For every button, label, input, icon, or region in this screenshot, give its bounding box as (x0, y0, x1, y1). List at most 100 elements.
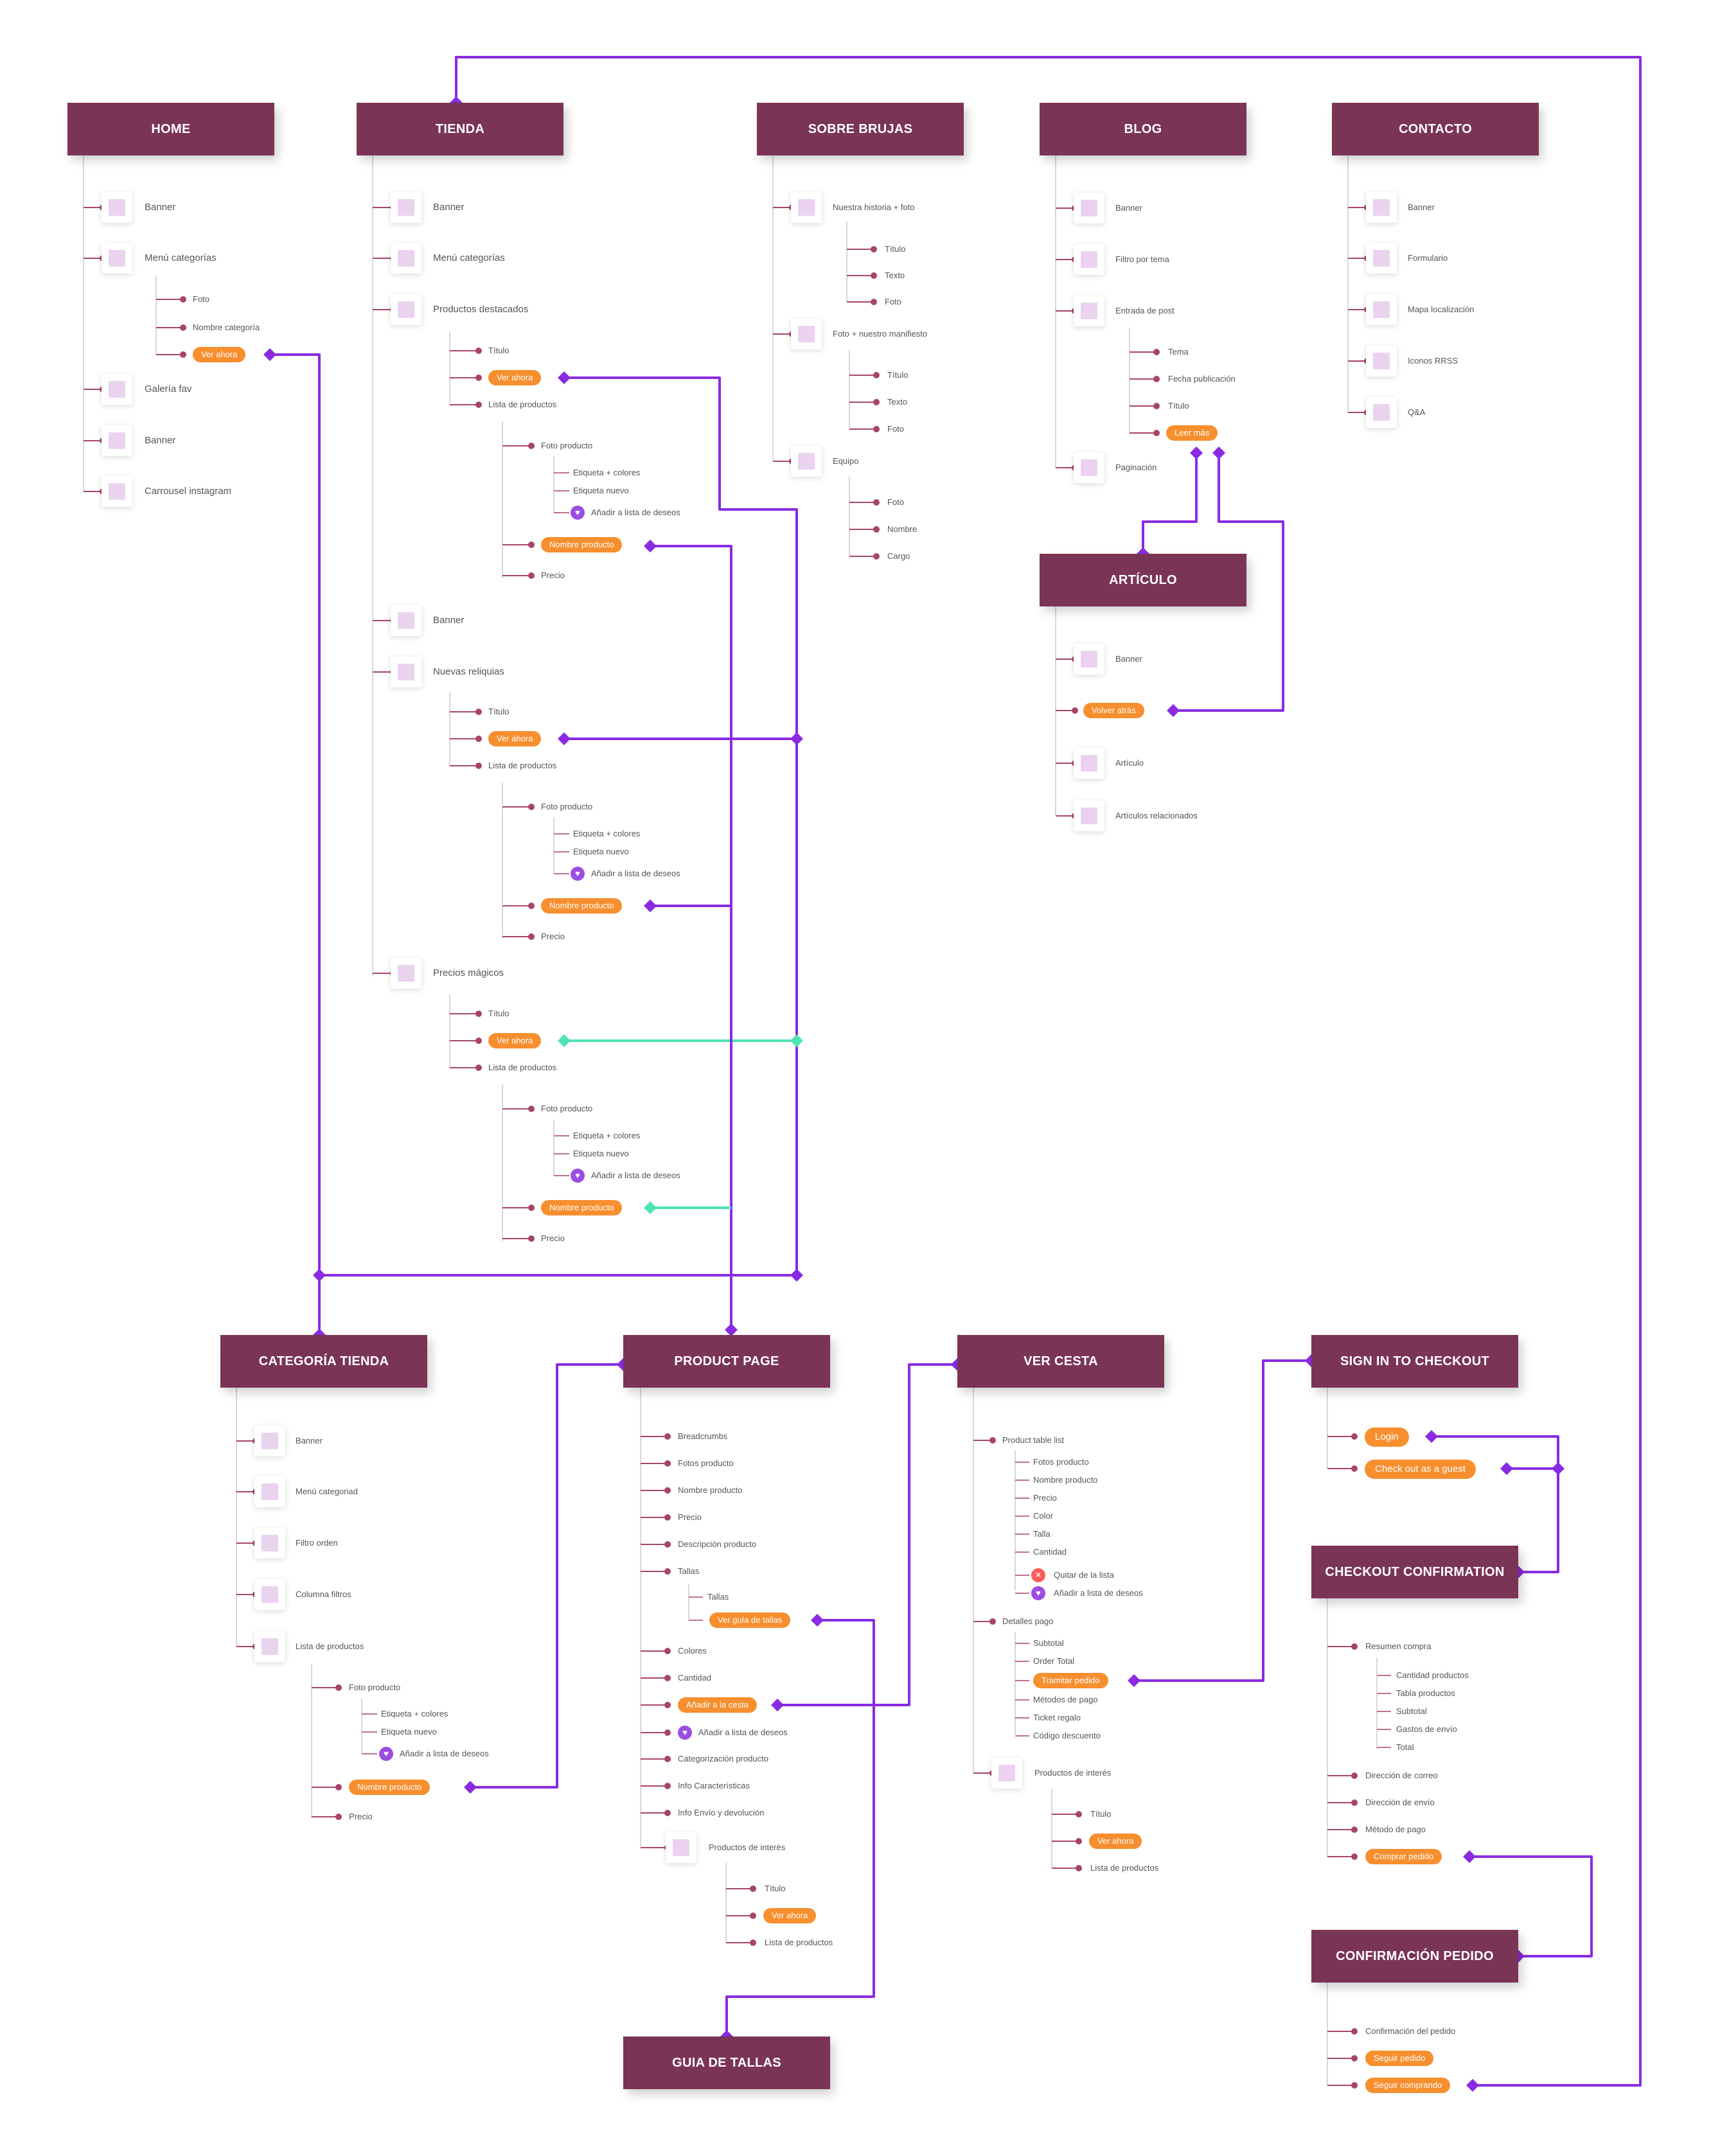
ver-ahora-button[interactable]: Ver ahora (488, 731, 542, 747)
label-order-total: Order Total (1033, 1656, 1075, 1666)
label-carrousel-instagram: Carrousel instagram (145, 486, 232, 497)
node-tienda[interactable]: TIENDA (357, 103, 563, 155)
ver-ahora-button[interactable]: Ver ahora (193, 347, 246, 362)
nombre-producto-button[interactable]: Nombre producto (541, 537, 623, 552)
label-nombre: Nombre (887, 524, 918, 534)
nombre-producto-button[interactable]: Nombre producto (349, 1780, 430, 1795)
close-icon[interactable]: ✕ (1031, 1568, 1045, 1582)
heart-icon[interactable]: ♥ (571, 1169, 585, 1183)
branch-dot (989, 1437, 996, 1444)
branch-dot (1351, 2082, 1358, 2089)
branch-dot (528, 1235, 535, 1242)
image-placeholder-icon (1366, 397, 1397, 428)
comprar-pedido-button[interactable]: Comprar pedido (1365, 1849, 1442, 1864)
image-placeholder-icon (254, 1528, 285, 1559)
ver-ahora-button[interactable]: Ver ahora (1089, 1833, 1142, 1849)
image-placeholder-icon (1074, 193, 1104, 224)
volver-atras-button[interactable]: Volver atrás (1083, 703, 1144, 718)
diamond-connector-icon (790, 732, 803, 745)
link-confirmacion-pedido (1469, 1855, 1593, 1957)
label-breadcrumbs: Breadcrumbs (678, 1431, 728, 1441)
login-button[interactable]: Login (1365, 1427, 1409, 1447)
label-etiqueta-colores: Etiqueta + colores (573, 829, 641, 838)
label-titulo: Título (885, 244, 906, 254)
leer-mas-button[interactable]: Leer más (1166, 425, 1218, 441)
label-banner: Banner (433, 202, 465, 213)
node-contacto[interactable]: CONTACTO (1332, 103, 1539, 155)
anadir-cesta-button[interactable]: Añadir a la cesta (678, 1697, 757, 1713)
branch-dot (871, 272, 877, 279)
node-product[interactable]: PRODUCT PAGE (623, 1335, 830, 1388)
heart-icon[interactable]: ♥ (571, 867, 585, 881)
branch-dot (335, 1784, 342, 1790)
heart-icon[interactable]: ♥ (1031, 1586, 1045, 1600)
label-direccion-correo: Dirección de correo (1365, 1771, 1438, 1780)
heart-icon[interactable]: ♥ (678, 1726, 692, 1740)
label-foto: Foto (885, 297, 902, 306)
node-home[interactable]: HOME (67, 103, 274, 155)
label-galeria-fav: Galería fav (145, 384, 192, 394)
node-categoria[interactable]: CATEGORÍA TIENDA (220, 1335, 427, 1388)
branch-dot (1153, 430, 1160, 436)
ver-ahora-button[interactable]: Ver ahora (763, 1908, 817, 1923)
label-columna-filtros: Columna filtros (296, 1589, 351, 1599)
diamond-connector-icon (1212, 446, 1225, 459)
diamond-connector-icon (263, 348, 276, 361)
node-blog[interactable]: BLOG (1040, 103, 1246, 155)
label-nombre-categoria: Nombre categoría (193, 323, 260, 332)
image-placeholder-icon (102, 243, 132, 274)
branch-dot (335, 1814, 342, 1820)
label-precio: Precio (1033, 1493, 1057, 1503)
label-precio: Precio (541, 570, 565, 580)
branch-dot (180, 296, 186, 303)
node-cesta[interactable]: VER CESTA (957, 1335, 1164, 1388)
check-out-guest-button[interactable]: Check out as a guest (1365, 1460, 1476, 1479)
node-signin[interactable]: SIGN IN TO CHECKOUT (1311, 1335, 1518, 1388)
heart-icon[interactable]: ♥ (571, 506, 585, 520)
branch-dot (664, 1729, 671, 1736)
label-etiqueta-colores: Etiqueta + colores (573, 468, 641, 477)
node-pedido[interactable]: CONFIRMACIÓN PEDIDO (1311, 1930, 1518, 1983)
node-guia[interactable]: GUIA DE TALLAS (623, 2037, 830, 2089)
nombre-producto-button[interactable]: Nombre producto (541, 1200, 623, 1215)
branch-dot (528, 1205, 535, 1211)
label-lista-productos: Lista de productos (765, 1938, 833, 1947)
label-texto: Texto (885, 270, 905, 280)
image-placeholder-icon (666, 1832, 696, 1863)
diamond-connector-icon (1552, 1462, 1565, 1475)
node-articulo[interactable]: ARTÍCULO (1040, 554, 1246, 606)
label-info-envio: Info Envío y devolución (678, 1808, 765, 1817)
image-placeholder-icon (391, 243, 421, 274)
label-productos-interes: Productos de interés (709, 1842, 786, 1852)
label-etiqueta-nuevo: Etiqueta nuevo (381, 1727, 437, 1736)
node-sobre[interactable]: SOBRE BRUJAS (757, 103, 964, 155)
label-foto-producto: Foto producto (541, 802, 593, 811)
branch-dot (475, 375, 482, 381)
seguir-pedido-button[interactable]: Seguir pedido (1365, 2051, 1434, 2066)
image-placeholder-icon (254, 1426, 285, 1456)
image-placeholder-icon (1074, 748, 1104, 779)
branch-dot (1076, 1811, 1082, 1817)
label-filtro-tema: Filtro por tema (1115, 254, 1169, 264)
label-precio: Precio (349, 1812, 373, 1821)
nombre-producto-button[interactable]: Nombre producto (541, 898, 623, 914)
image-placeholder-icon (791, 192, 822, 223)
branch-dot (475, 763, 482, 769)
label-direccion-envio: Dirección de envío (1365, 1798, 1435, 1807)
ver-guia-button[interactable]: Ver guía de tallas (709, 1613, 791, 1628)
label-metodos-pago: Métodos de pago (1033, 1695, 1098, 1704)
heart-icon[interactable]: ♥ (379, 1747, 393, 1761)
node-confirm[interactable]: CHECKOUT CONFIRMATION (1311, 1546, 1518, 1598)
tramitar-pedido-button[interactable]: Tramitar pedido (1033, 1673, 1108, 1688)
label-quitar-lista: Quitar de la lista (1054, 1570, 1114, 1580)
label-total: Total (1396, 1742, 1414, 1752)
ver-ahora-button[interactable]: Ver ahora (488, 1033, 542, 1048)
label-lista-productos: Lista de productos (488, 400, 557, 409)
seguir-comprando-button[interactable]: Seguir comprando (1365, 2078, 1451, 2093)
image-placeholder-icon (102, 476, 132, 507)
label-metodo-pago: Método de pago (1365, 1825, 1426, 1834)
label-menu-categorias: Menú categorías (145, 252, 217, 263)
diamond-connector-icon (725, 1323, 738, 1336)
label-tallas: Tallas (707, 1592, 729, 1602)
ver-ahora-button[interactable]: Ver ahora (488, 370, 542, 385)
